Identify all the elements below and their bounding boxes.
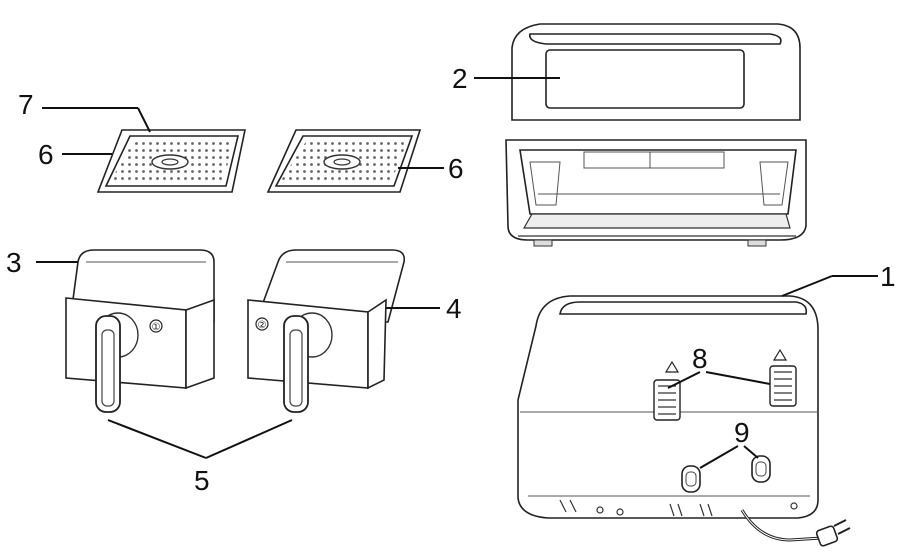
callout-4: 4 — [446, 293, 462, 324]
basket-left: ① — [65, 249, 215, 413]
air-fryer-back-unit — [517, 295, 851, 547]
callout-7: 7 — [18, 89, 34, 120]
callout-2: 2 — [452, 63, 468, 94]
callout-3: 3 — [6, 247, 22, 278]
callout-8: 8 — [692, 343, 708, 374]
leader-lines — [36, 77, 878, 469]
callout-6-left: 6 — [38, 139, 54, 170]
callout-5: 5 — [194, 465, 210, 496]
callout-6-right: 6 — [448, 153, 464, 184]
callout-9: 9 — [734, 417, 750, 448]
air-fryer-front-unit — [505, 23, 807, 247]
crisper-plate-right — [266, 129, 422, 193]
basket-mark-right: ② — [258, 320, 267, 331]
power-plug — [815, 519, 851, 547]
basket-mark-left: ① — [152, 322, 161, 333]
callout-1: 1 — [880, 261, 896, 292]
basket-right: ② — [247, 249, 406, 413]
crisper-plate-left — [96, 129, 246, 193]
